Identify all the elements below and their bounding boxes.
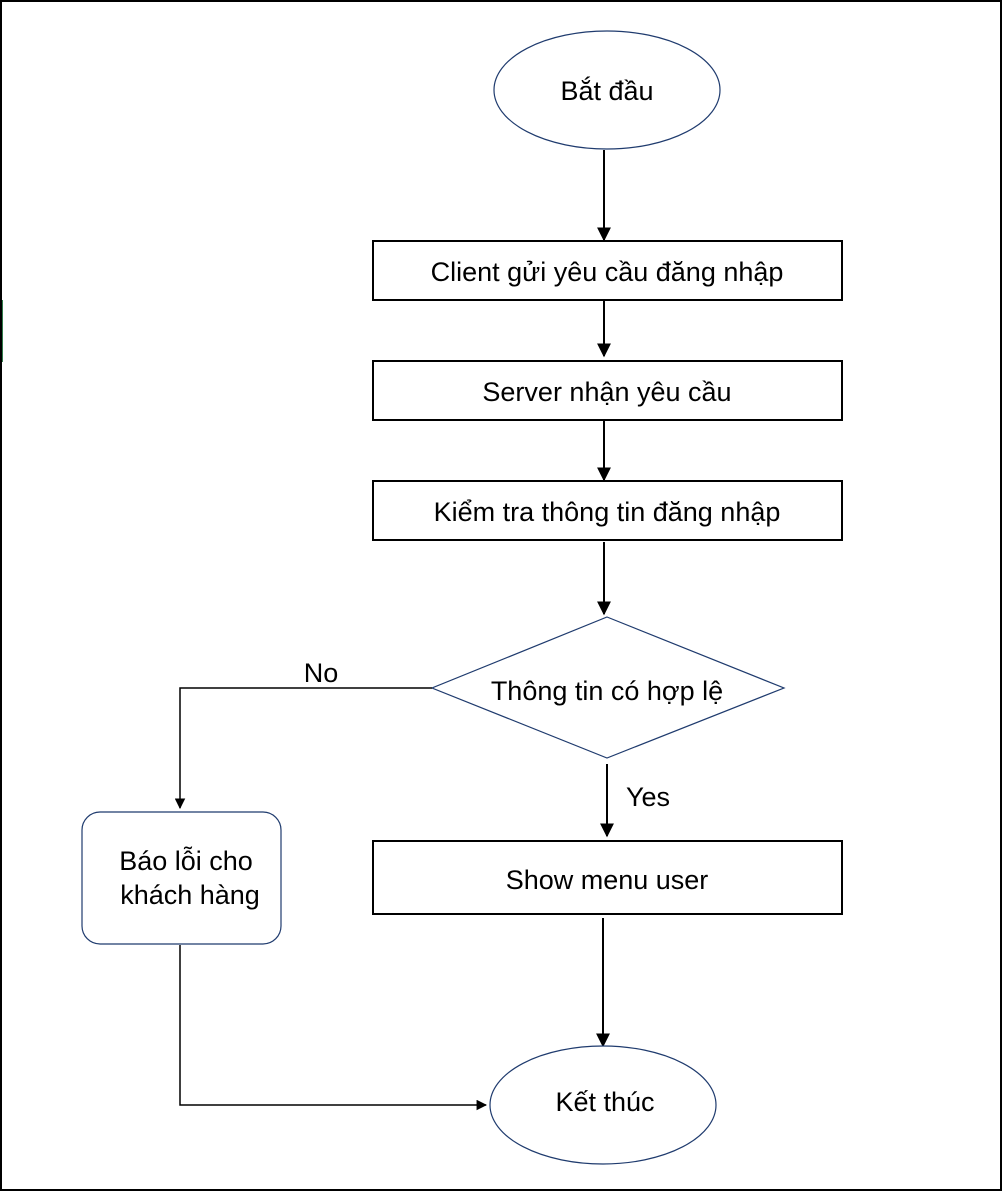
end-node: Kết thúc <box>489 1045 717 1165</box>
arrow-no-branch <box>174 687 432 810</box>
no-label: No <box>304 658 339 688</box>
end-label: Kết thúc <box>555 1087 654 1117</box>
show-menu-node: Show menu user <box>372 840 843 915</box>
server-receive-label: Server nhận yêu cầu <box>482 377 731 407</box>
client-request-node: Client gửi yêu cầu đăng nhập <box>372 240 843 301</box>
start-node: Bắt đầu <box>493 30 721 150</box>
show-menu-label: Show menu user <box>506 865 709 895</box>
client-request-label: Client gửi yêu cầu đăng nhập <box>431 257 784 287</box>
decision-label: Thông tin có hợp lệ <box>491 676 723 706</box>
arrow-error-to-end <box>179 945 488 1111</box>
server-receive-node: Server nhận yêu cầu <box>372 360 843 421</box>
check-login-node: Kiểm tra thông tin đăng nhập <box>372 480 843 541</box>
error-label-line2: khách hàng <box>120 880 260 910</box>
yes-label: Yes <box>626 782 670 812</box>
decision-node: Thông tin có hợp lệ <box>430 616 786 759</box>
error-label-line1: Báo lỗi cho <box>119 845 253 876</box>
error-node: Báo lỗi cho khách hàng <box>81 811 282 945</box>
start-label: Bắt đầu <box>560 75 653 106</box>
check-login-label: Kiểm tra thông tin đăng nhập <box>434 497 781 527</box>
